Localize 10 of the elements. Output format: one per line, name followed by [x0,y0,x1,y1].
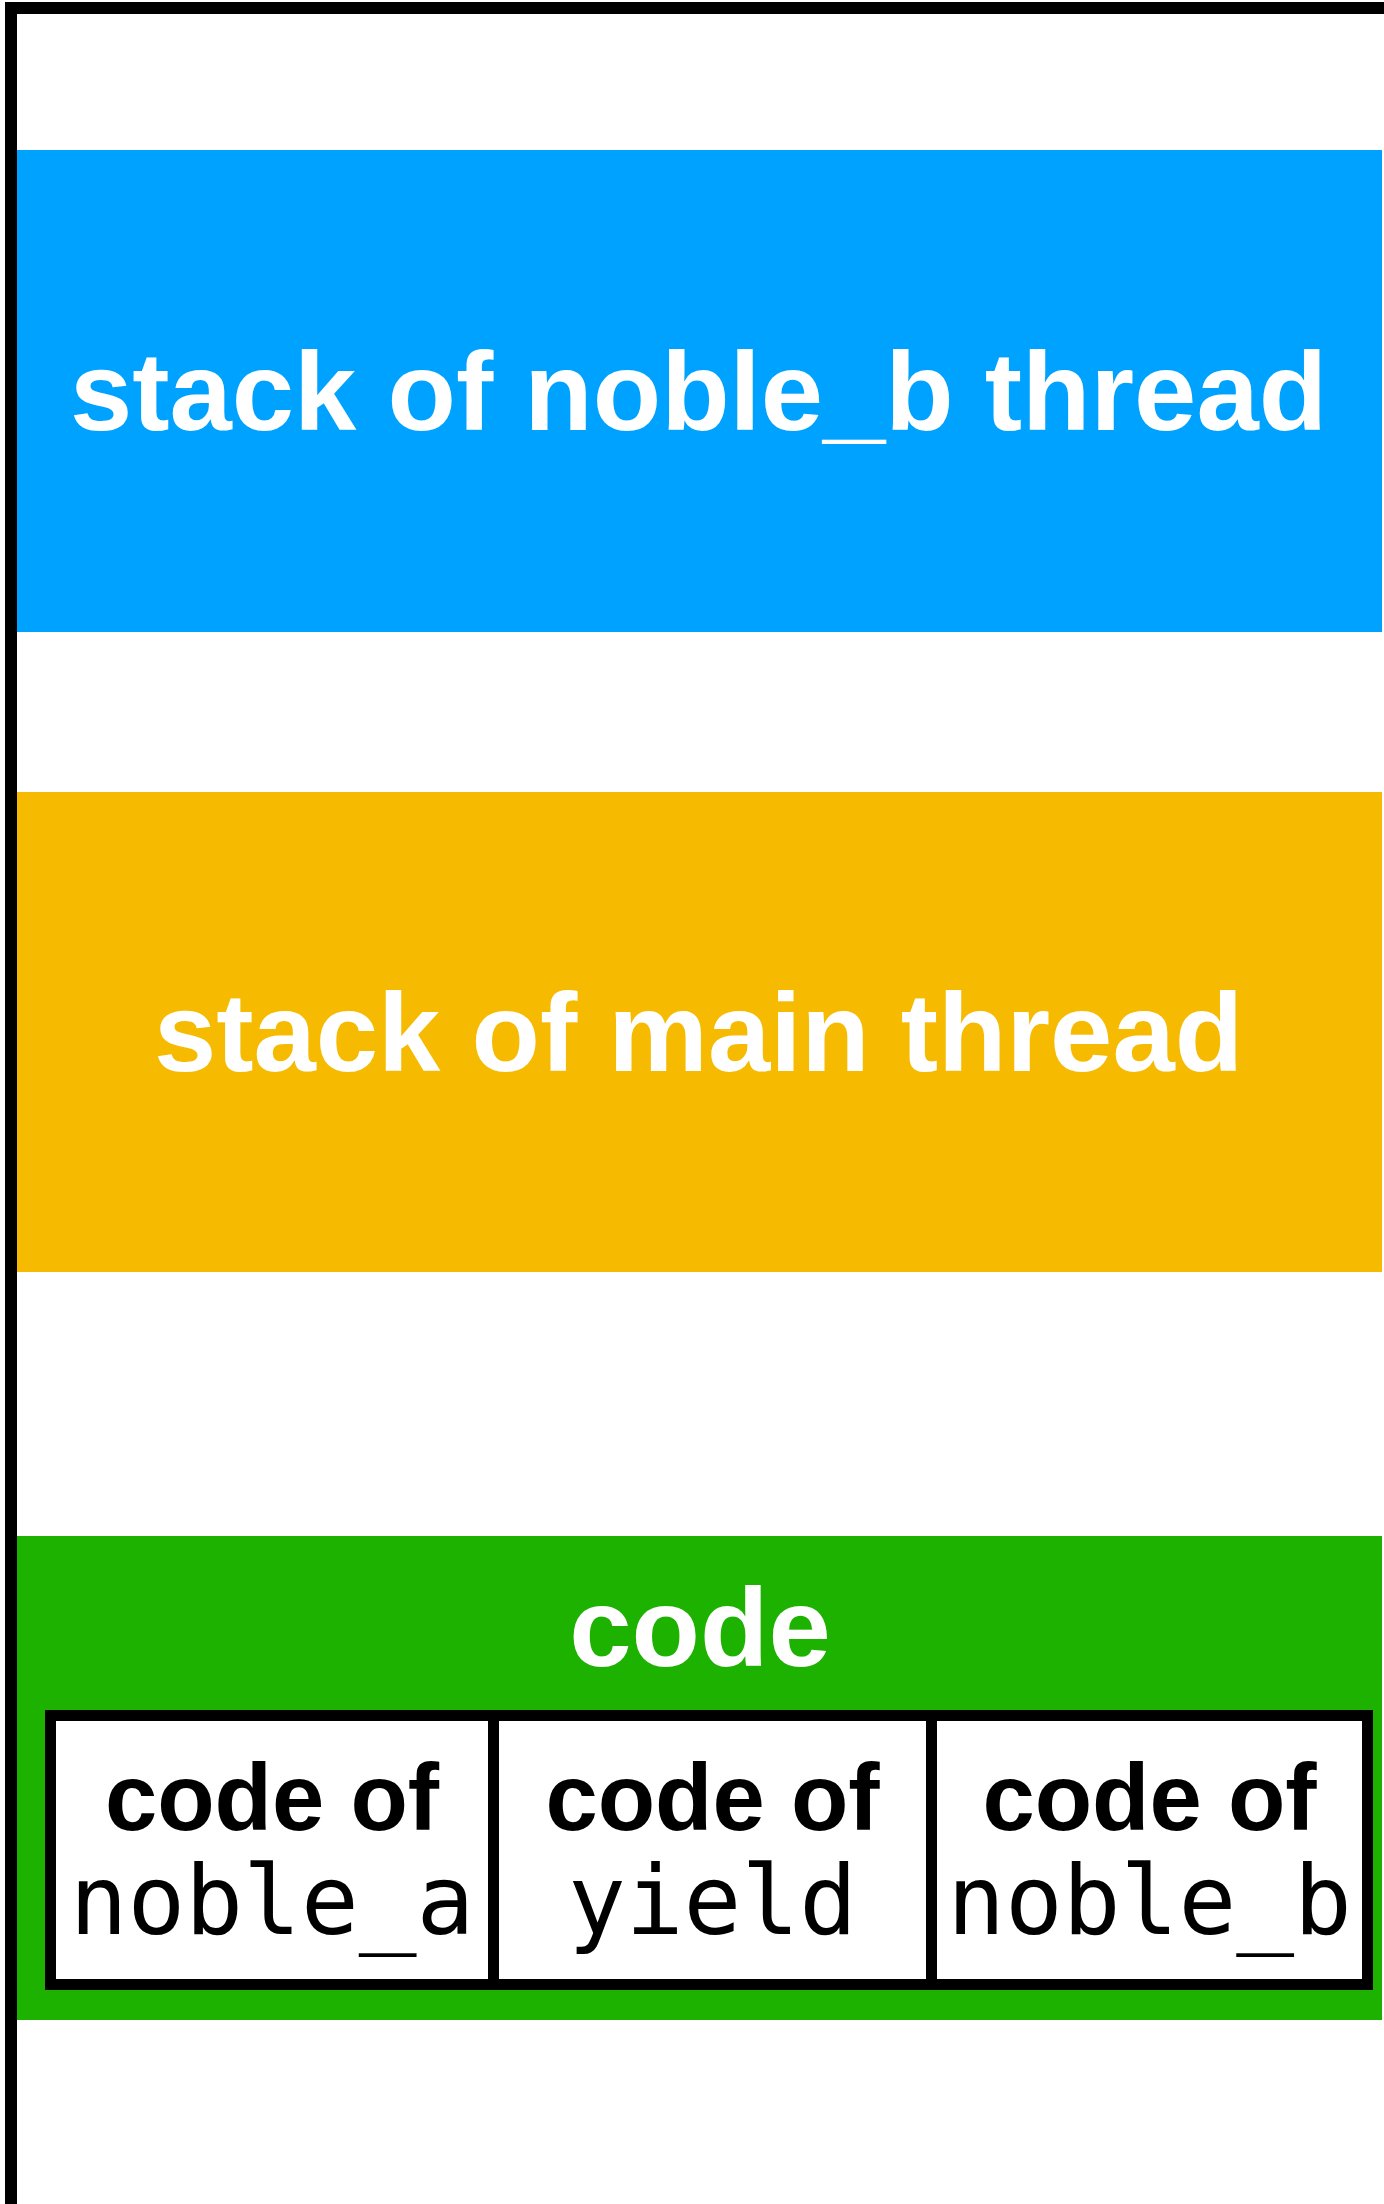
cell-label: code of [545,1745,880,1849]
code-region [17,1536,1382,2020]
stack-region: stack of main thread [17,792,1382,1272]
function-name: noble_b [947,1848,1352,1955]
stack-region: stack of noble_b thread [17,150,1382,632]
function-name: yield [568,1848,857,1955]
function-name: noble_a [69,1848,475,1955]
cell-label: code of [104,1745,440,1849]
cell-label: code of [982,1745,1317,1849]
region-title: code [568,1566,832,1690]
